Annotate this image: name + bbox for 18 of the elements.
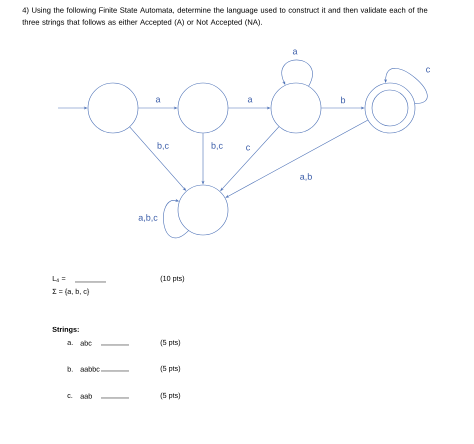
edge-label: a [246, 96, 254, 104]
accept-state-circle [364, 82, 416, 134]
edge-label: b,c [156, 141, 170, 151]
state-circle [178, 184, 228, 236]
arrow [384, 68, 428, 104]
edge-label: b [340, 96, 346, 104]
state-circle [88, 82, 138, 134]
edge-label: a [154, 96, 162, 104]
edge-label: a,b,c [137, 213, 159, 223]
edge-label: a,b [298, 172, 314, 182]
edge-label: b,c [210, 141, 224, 151]
state-circle [270, 82, 322, 134]
edge-label: c [424, 66, 432, 74]
state-circle [178, 82, 228, 134]
edge-label: a [292, 48, 298, 56]
edge-label: c [244, 144, 252, 152]
arrow [282, 60, 313, 86]
arrow [163, 198, 189, 238]
